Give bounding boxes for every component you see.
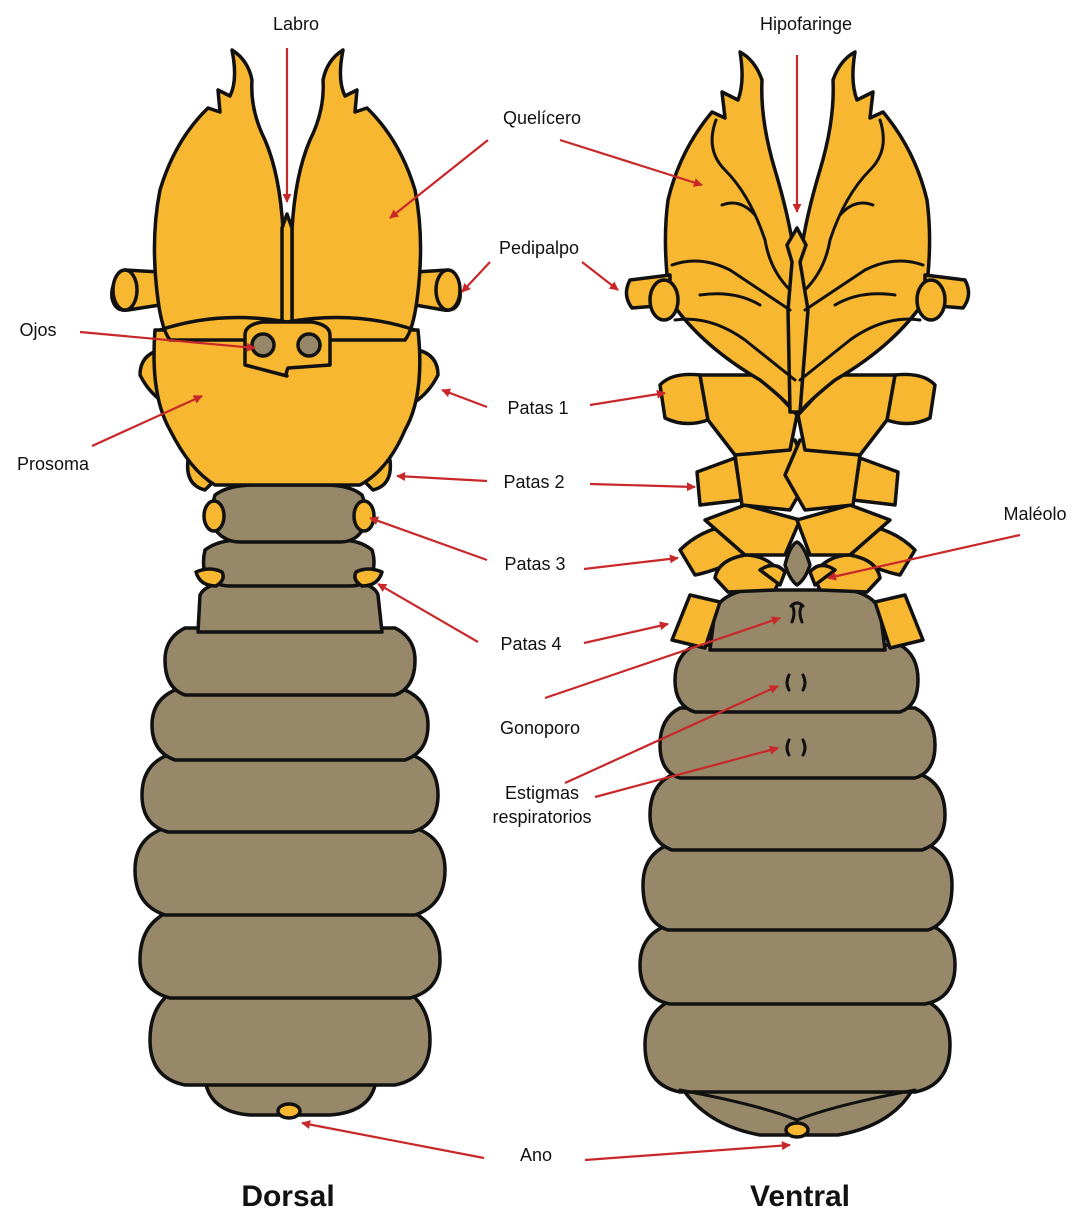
dorsal-view xyxy=(112,50,460,1118)
ventral-anus xyxy=(786,1123,808,1137)
ventral-chelicera-right xyxy=(800,52,930,412)
ventral-segment-8 xyxy=(643,845,952,930)
arrow-patas1-left xyxy=(442,390,487,407)
dorsal-leg-3-left xyxy=(204,501,224,531)
dorsal-segment-4 xyxy=(198,582,382,632)
ventral-segment-10 xyxy=(645,1000,950,1092)
label-ano: Ano xyxy=(520,1145,552,1165)
label-patas2: Patas 2 xyxy=(503,472,564,492)
arrow-ano-left xyxy=(302,1123,484,1158)
dorsal-anus xyxy=(278,1104,300,1118)
view-title-ventral: Ventral xyxy=(750,1180,850,1213)
label-prosoma: Prosoma xyxy=(17,454,90,474)
label-labro: Labro xyxy=(273,14,319,34)
arrow-patas3-left xyxy=(370,518,487,560)
arrow-patas1-right xyxy=(590,393,665,405)
label-pedipalpo: Pedipalpo xyxy=(499,238,579,258)
label-respiratorios: respiratorios xyxy=(492,807,591,827)
dorsal-opisthosoma xyxy=(135,485,445,1115)
ventral-segment-genital xyxy=(710,590,885,650)
label-estigmas: Estigmas xyxy=(505,783,579,803)
arrow-pedipalpo-left xyxy=(462,262,490,292)
ventral-opisthosoma xyxy=(640,590,955,1135)
label-patas4: Patas 4 xyxy=(500,634,561,654)
dorsal-segment-10 xyxy=(150,990,430,1085)
ventral-segment-5 xyxy=(675,645,918,712)
arrow-patas4-right xyxy=(584,624,668,643)
label-hipofaringe: Hipofaringe xyxy=(760,14,852,34)
dorsal-segment-9 xyxy=(140,912,440,998)
label-quelicero: Quelícero xyxy=(503,108,581,128)
ventral-pedipalp-left-tip xyxy=(650,280,678,320)
dorsal-segment-2 xyxy=(211,485,366,542)
ventral-segment-7 xyxy=(650,775,945,850)
arrow-patas2-left xyxy=(397,476,487,481)
dorsal-leg-4-left xyxy=(196,569,223,586)
dorsal-segment-7 xyxy=(142,755,438,832)
label-patas3: Patas 3 xyxy=(504,554,565,574)
dorsal-chelicera-left xyxy=(154,50,283,340)
view-title-dorsal: Dorsal xyxy=(241,1180,334,1213)
dorsal-segment-6 xyxy=(152,690,428,760)
ventral-pedipalp-right-tip xyxy=(917,280,945,320)
dorsal-segment-5 xyxy=(165,628,415,695)
dorsal-chelicera-right xyxy=(292,50,421,340)
ventral-chelicera-left xyxy=(665,52,795,412)
dorsal-eye-right xyxy=(298,334,320,356)
label-patas1: Patas 1 xyxy=(507,398,568,418)
label-gonoporo: Gonoporo xyxy=(500,718,580,738)
label-maleolo: Maléolo xyxy=(1003,504,1066,524)
dorsal-labrum xyxy=(282,214,292,330)
arrow-pedipalpo-right xyxy=(582,262,618,290)
label-ojos: Ojos xyxy=(19,320,56,340)
dorsal-pedipalp-right-tip xyxy=(436,270,460,310)
dorsal-leg-4-right xyxy=(355,569,382,586)
dorsal-leg-3-right xyxy=(354,501,374,531)
ventral-segment-9 xyxy=(640,925,955,1004)
dorsal-segment-8 xyxy=(135,828,445,915)
dorsal-eye-left xyxy=(252,334,274,356)
dorsal-pedipalp-left-tip xyxy=(113,270,137,310)
ventral-view xyxy=(626,52,968,1137)
arrow-patas3-right xyxy=(584,558,678,569)
arrow-patas2-right xyxy=(590,484,695,487)
dorsal-segment-3 xyxy=(204,540,375,586)
arrow-ano-right xyxy=(585,1145,790,1160)
